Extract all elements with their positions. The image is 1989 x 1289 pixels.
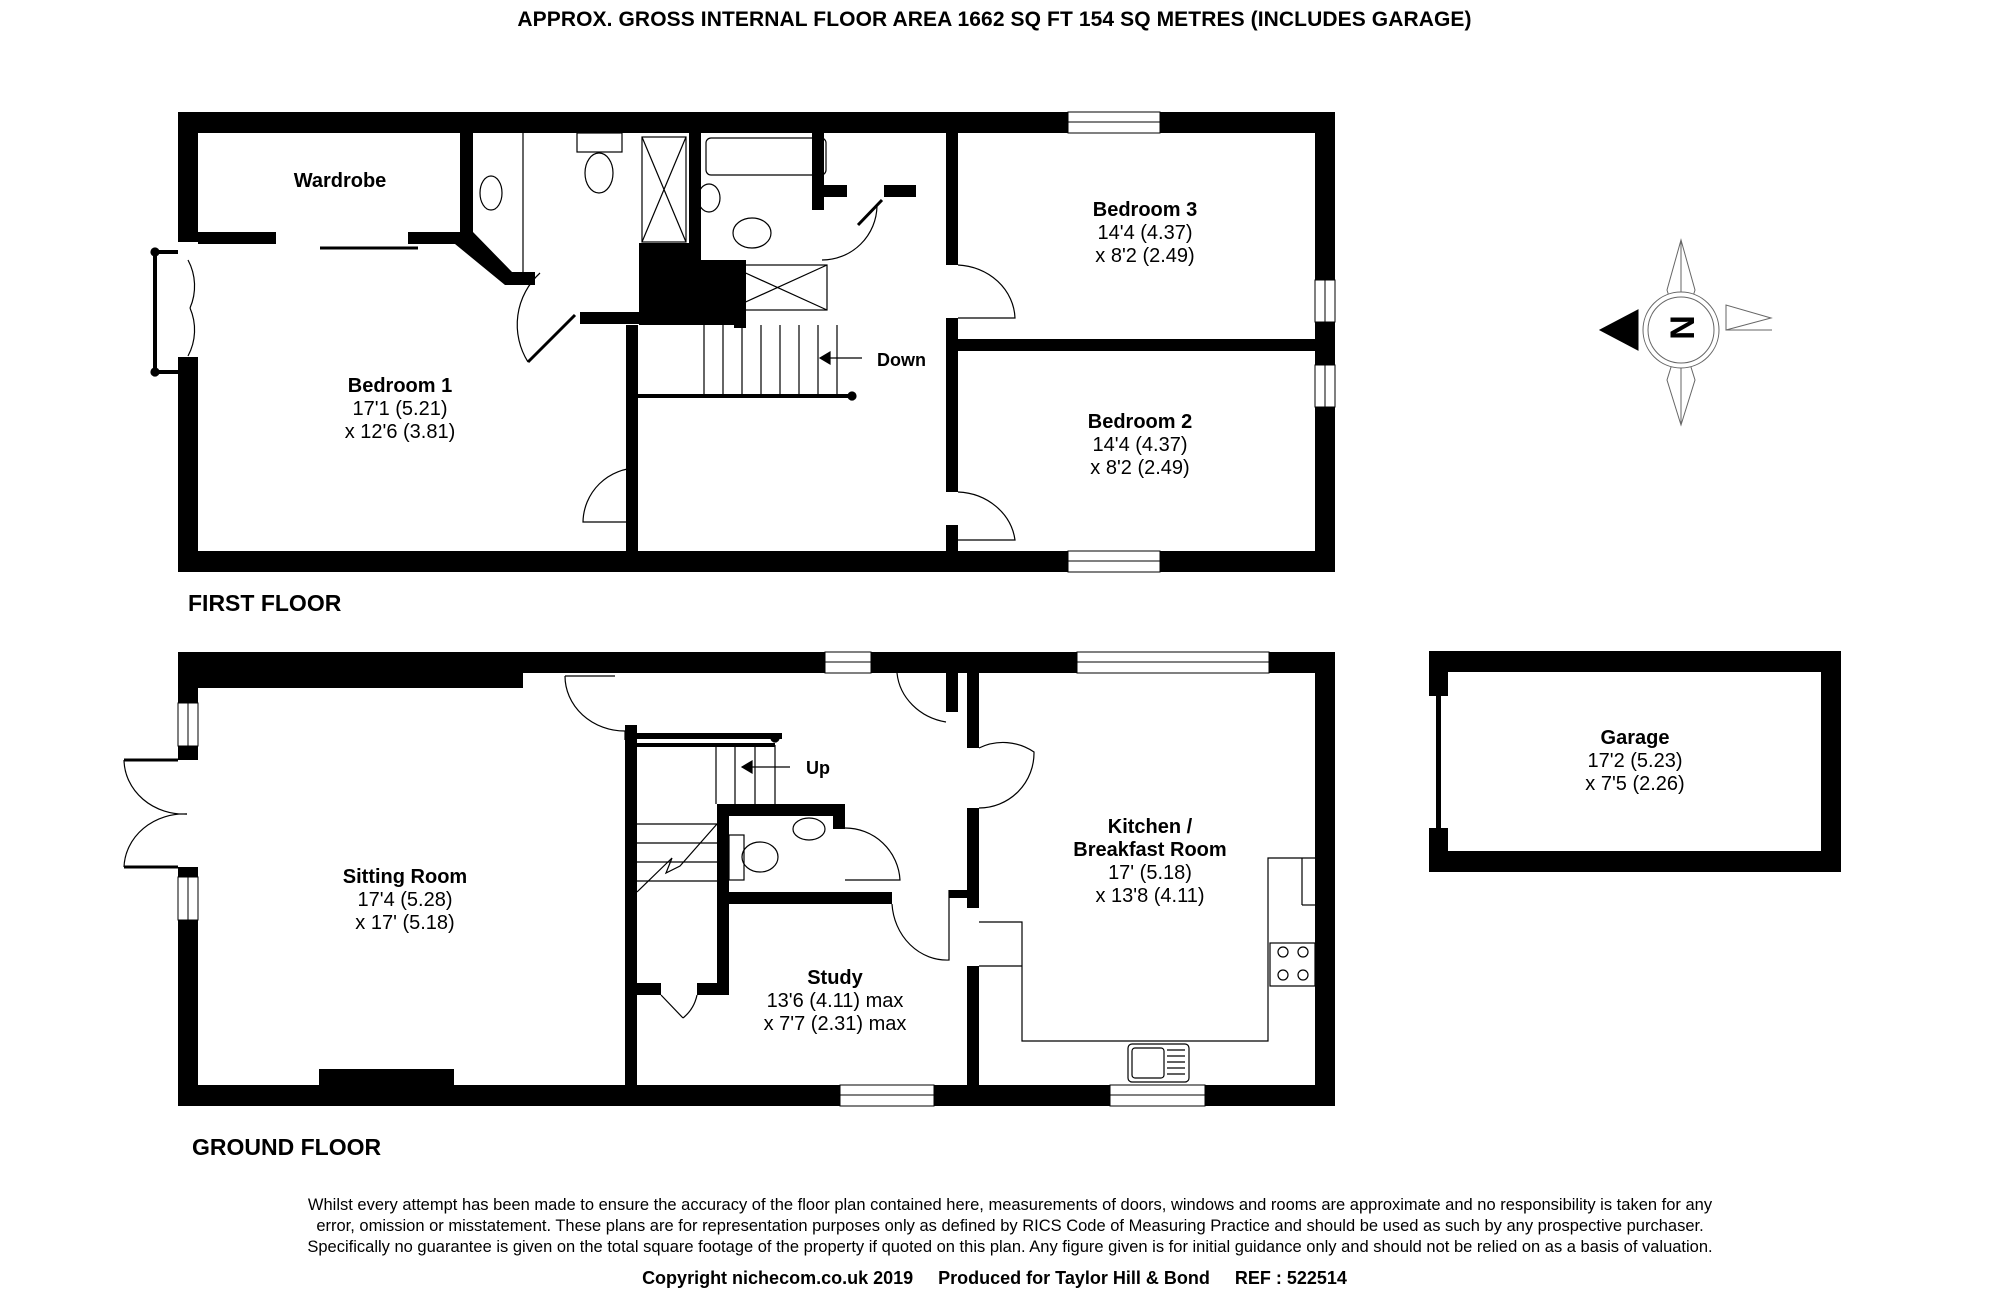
room-dim-width: x 13'8 (4.11): [1095, 885, 1205, 907]
room-bedroom-1: Bedroom 1 17'1 (5.21) x 12'6 (3.81): [300, 375, 500, 444]
copyright-line: Copyright nichecom.co.uk 2019 Produced f…: [0, 1268, 1989, 1289]
room-dim-width: x 7'5 (2.26): [1585, 773, 1685, 795]
stairs-down-label: Down: [877, 350, 926, 370]
room-dim-width: x 8'2 (2.49): [1090, 457, 1190, 479]
room-name-line2: Breakfast Room: [1073, 839, 1227, 861]
room-name: Bedroom 2: [1087, 411, 1193, 433]
first-floor-label: FIRST FLOOR: [188, 590, 342, 616]
stairs-up-label: Up: [806, 758, 830, 778]
room-dim-length: 17'2 (5.23): [1587, 750, 1683, 772]
room-bedroom-3: Bedroom 3 14'4 (4.37) x 8'2 (2.49): [1045, 199, 1245, 268]
room-dim-width: x 17' (5.18): [355, 912, 455, 934]
room-dim-length: 17' (5.18): [1108, 862, 1192, 884]
first-floor-plan: [178, 112, 1335, 572]
room-dim-width: x 7'7 (2.31) max: [763, 1013, 907, 1035]
room-dim-length: 14'4 (4.37): [1097, 222, 1193, 244]
north-compass-icon: [1598, 238, 1773, 427]
room-wardrobe: Wardrobe: [250, 170, 430, 193]
room-study: Study 13'6 (4.11) max x 7'7 (2.31) max: [735, 967, 935, 1036]
room-dim-width: x 12'6 (3.81): [344, 421, 456, 443]
disclaimer-text: Whilst every attempt has been made to en…: [230, 1195, 1790, 1258]
disclaimer-line: Whilst every attempt has been made to en…: [307, 1196, 1713, 1214]
room-dim-length: 13'6 (4.11) max: [766, 990, 904, 1012]
disclaimer-line: error, omission or misstatement. These p…: [316, 1217, 1704, 1235]
first-floor-windows: [1067, 111, 1336, 573]
reference-number: REF : 522514: [1234, 1268, 1347, 1288]
room-name: Kitchen /: [1107, 816, 1193, 838]
room-name: Study: [807, 967, 863, 989]
disclaimer-line: Specifically no guarantee is given on th…: [307, 1238, 1713, 1256]
room-name: Bedroom 1: [347, 375, 453, 397]
room-name: Wardrobe: [293, 170, 387, 192]
room-dim-length: 14'4 (4.37): [1092, 434, 1188, 456]
room-dim-width: x 8'2 (2.49): [1095, 245, 1195, 267]
room-kitchen-breakfast: Kitchen / Breakfast Room 17' (5.18) x 13…: [1035, 816, 1265, 908]
produced-for-text: Produced for Taylor Hill & Bond: [938, 1268, 1210, 1288]
garage-plan: [1429, 651, 1841, 872]
ground-floor-label: GROUND FLOOR: [192, 1134, 382, 1160]
room-name: Bedroom 3: [1092, 199, 1198, 221]
room-name: Garage: [1600, 727, 1670, 749]
room-dim-length: 17'1 (5.21): [352, 398, 448, 420]
room-bedroom-2: Bedroom 2 14'4 (4.37) x 8'2 (2.49): [1040, 411, 1240, 480]
ground-floor-plan: [178, 652, 1335, 1106]
room-dim-length: 17'4 (5.28): [357, 889, 453, 911]
room-garage: Garage 17'2 (5.23) x 7'5 (2.26): [1535, 727, 1735, 796]
first-floor-fixtures: [150, 132, 1016, 541]
compass-letter: N: [1662, 315, 1701, 340]
room-name: Sitting Room: [342, 866, 468, 888]
floor-area-title: APPROX. GROSS INTERNAL FLOOR AREA 1662 S…: [517, 8, 1472, 31]
copyright-text: Copyright nichecom.co.uk 2019: [642, 1268, 914, 1288]
room-sitting-room: Sitting Room 17'4 (5.28) x 17' (5.18): [305, 866, 505, 935]
ground-floor-windows: [177, 651, 1270, 1107]
ground-floor-fixtures: [123, 672, 1316, 1083]
